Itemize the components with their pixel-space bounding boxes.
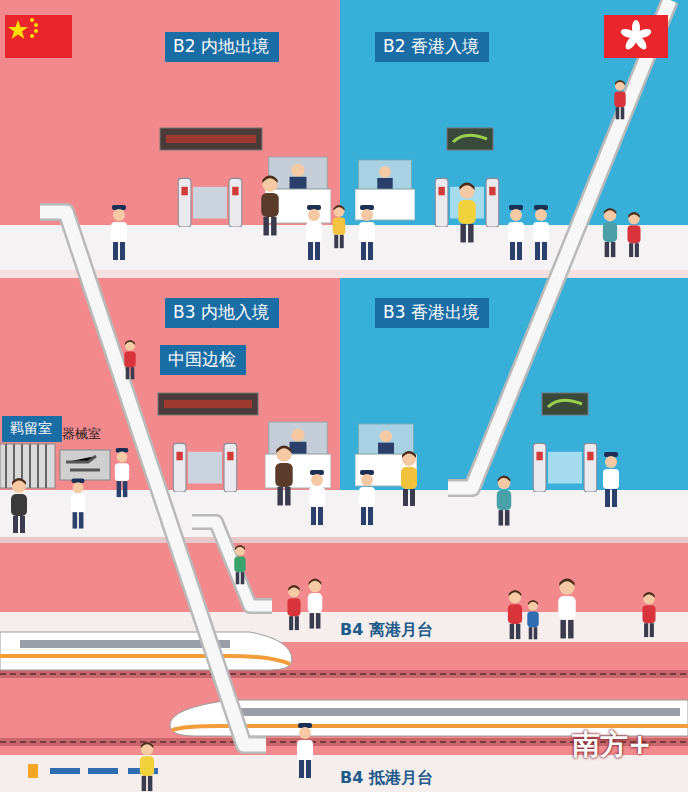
floor-label: B2 香港入境 xyxy=(375,32,489,62)
label-text: B2 香港入境 xyxy=(383,36,479,57)
label-text: B3 香港出境 xyxy=(383,302,479,323)
platform-label: B4 离港月台 xyxy=(340,620,433,639)
china-flag xyxy=(5,15,72,58)
label-text: B2 内地出境 xyxy=(173,36,269,57)
floor-label: B3 香港出境 xyxy=(375,298,489,328)
floor-label: B2 内地出境 xyxy=(165,32,279,62)
train xyxy=(0,632,688,736)
floor-label: B3 内地入境 xyxy=(165,298,279,328)
platform-label: B4 抵港月台 xyxy=(340,768,433,787)
label-text: 羁留室 xyxy=(10,420,52,438)
label-text: 中国边检 xyxy=(168,349,236,370)
room-label: 器械室 xyxy=(62,426,101,442)
label-text: 南方+ xyxy=(572,728,651,762)
watermark: 南方+ xyxy=(572,728,651,762)
escalator xyxy=(40,0,670,745)
label-text: B4 离港月台 xyxy=(340,620,433,639)
room-label: 羁留室 xyxy=(2,416,62,442)
bench xyxy=(28,764,158,778)
agency-label: 中国边检 xyxy=(160,345,246,375)
label-text: 器械室 xyxy=(62,426,101,442)
platform xyxy=(0,612,688,792)
hong-kong-flag xyxy=(604,15,668,58)
label-text: B4 抵港月台 xyxy=(340,768,433,787)
label-text: B3 内地入境 xyxy=(173,302,269,323)
people xyxy=(11,80,656,791)
